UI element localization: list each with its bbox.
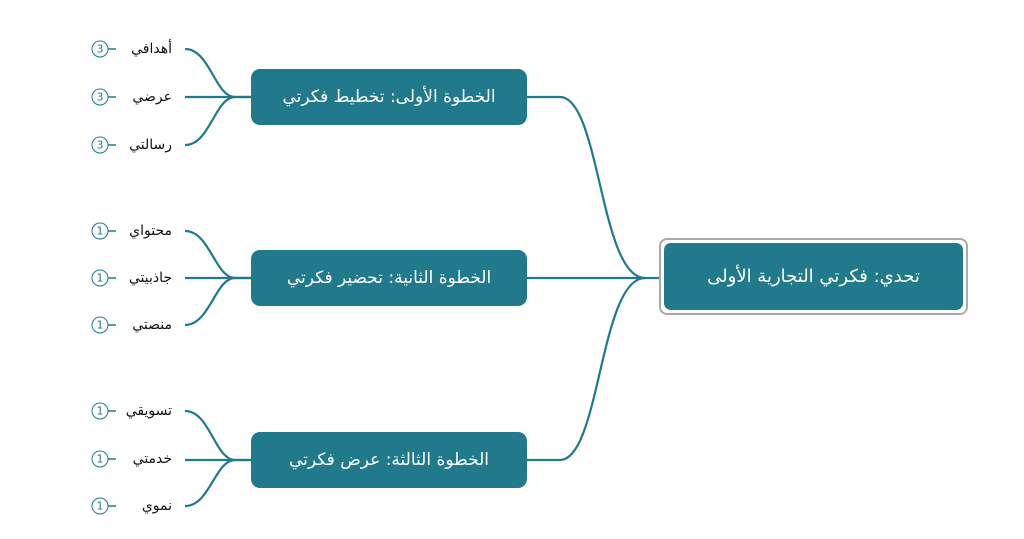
leaf-node[interactable]: جاذبيتي — [128, 270, 172, 286]
leaf-node[interactable]: نموي — [141, 498, 172, 514]
leaf-node[interactable]: خدمتي — [132, 451, 172, 467]
leaf-node[interactable]: منصتي — [132, 317, 172, 333]
count-badge[interactable]: 1 — [91, 269, 109, 287]
count-badge[interactable]: 3 — [91, 88, 109, 106]
root-node[interactable]: تحدي: فكرتي التجارية الأولى — [659, 238, 968, 315]
count-badge[interactable]: 1 — [91, 402, 109, 420]
branch-node-step-2[interactable]: الخطوة الثانية: تحضير فكرتي — [251, 250, 527, 306]
leaf-node[interactable]: أهدافي — [131, 41, 172, 57]
count-badge[interactable]: 1 — [91, 316, 109, 334]
count-badge[interactable]: 1 — [91, 450, 109, 468]
count-badge[interactable]: 1 — [91, 222, 109, 240]
branch-node-step-3[interactable]: الخطوة الثالثة: عرض فكرتي — [251, 432, 527, 488]
count-badge[interactable]: 1 — [91, 497, 109, 515]
branch-node-step-1[interactable]: الخطوة الأولى: تخطيط فكرتي — [251, 69, 527, 125]
leaf-node[interactable]: محتواي — [129, 223, 172, 239]
leaf-node[interactable]: عرضي — [132, 89, 172, 105]
leaf-node[interactable]: تسويقي — [125, 403, 172, 419]
count-badge[interactable]: 3 — [91, 40, 109, 58]
root-node-label: تحدي: فكرتي التجارية الأولى — [664, 243, 963, 310]
count-badge[interactable]: 3 — [91, 136, 109, 154]
leaf-node[interactable]: رسالتي — [129, 137, 172, 153]
